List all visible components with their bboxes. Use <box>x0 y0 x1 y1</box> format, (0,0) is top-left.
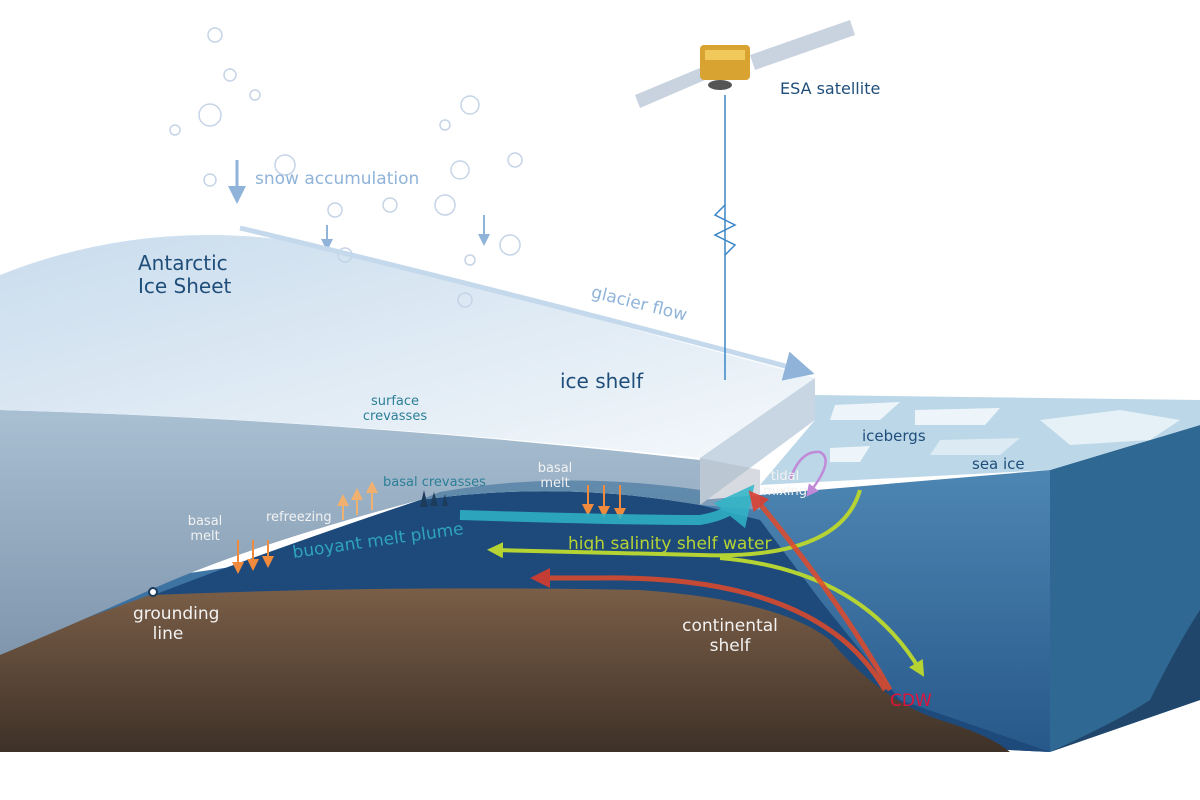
radar-zigzag <box>713 204 737 256</box>
grounding-line-marker <box>148 587 158 597</box>
continental-shelf-bedrock <box>0 588 1010 752</box>
sea-ice-floe <box>930 438 1020 455</box>
tidal-mixing-arrows <box>788 450 827 497</box>
basal-melt-label-left: basal melt <box>187 514 223 544</box>
grounding-line-label: grounding line <box>133 604 220 644</box>
snow-accumulation-label: snow accumulation <box>255 169 420 189</box>
antarctic-ice-sheet-label: Antarctic Ice Sheet <box>138 251 232 298</box>
hssw-arrow <box>487 489 862 559</box>
sea-ice-floe <box>1040 410 1180 445</box>
basal-melt-label-right: basal melt <box>537 461 573 491</box>
snowflakes <box>169 27 523 308</box>
icebergs-label: icebergs <box>862 427 926 445</box>
basal-crevasses-label: basal crevasses <box>383 475 486 490</box>
basal-melt-arrows-left <box>232 540 274 574</box>
tidal-mixing-label: tidal mixing <box>762 469 808 499</box>
ocean-side-face <box>1050 425 1200 752</box>
refreezing-label: refreezing <box>266 510 332 525</box>
hssw-label: high salinity shelf water <box>568 534 772 554</box>
satellite-icon <box>635 20 855 108</box>
refreezing-arrows <box>337 481 378 520</box>
satellite-label: ESA satellite <box>780 79 881 98</box>
hssw-down-arrow <box>719 556 925 677</box>
buoyant-melt-plume-arrow <box>459 484 755 529</box>
basal-melt-arrows-right <box>582 485 626 520</box>
iceberg <box>830 402 900 420</box>
cdw-up-arrow <box>748 490 893 692</box>
ice-sheet-surface <box>0 235 815 458</box>
side-bedrock <box>1050 610 1200 752</box>
ice-shelf-lower-lens <box>420 480 700 505</box>
iceberg <box>915 408 1000 425</box>
basal-crevasses <box>420 490 448 507</box>
iceberg <box>830 446 870 462</box>
cdw-arrow <box>530 568 888 692</box>
surface-crevasses-label: surface crevasses <box>362 394 428 424</box>
ice-shelf-label: ice shelf <box>560 369 644 393</box>
continental-shelf-label: continental shelf <box>682 616 778 656</box>
glacier-flow-arrow <box>239 225 815 381</box>
cdw-label: CDW <box>890 691 932 711</box>
ice-sheet-cross-section <box>0 410 700 655</box>
sea-ice-label: sea ice <box>972 455 1025 473</box>
